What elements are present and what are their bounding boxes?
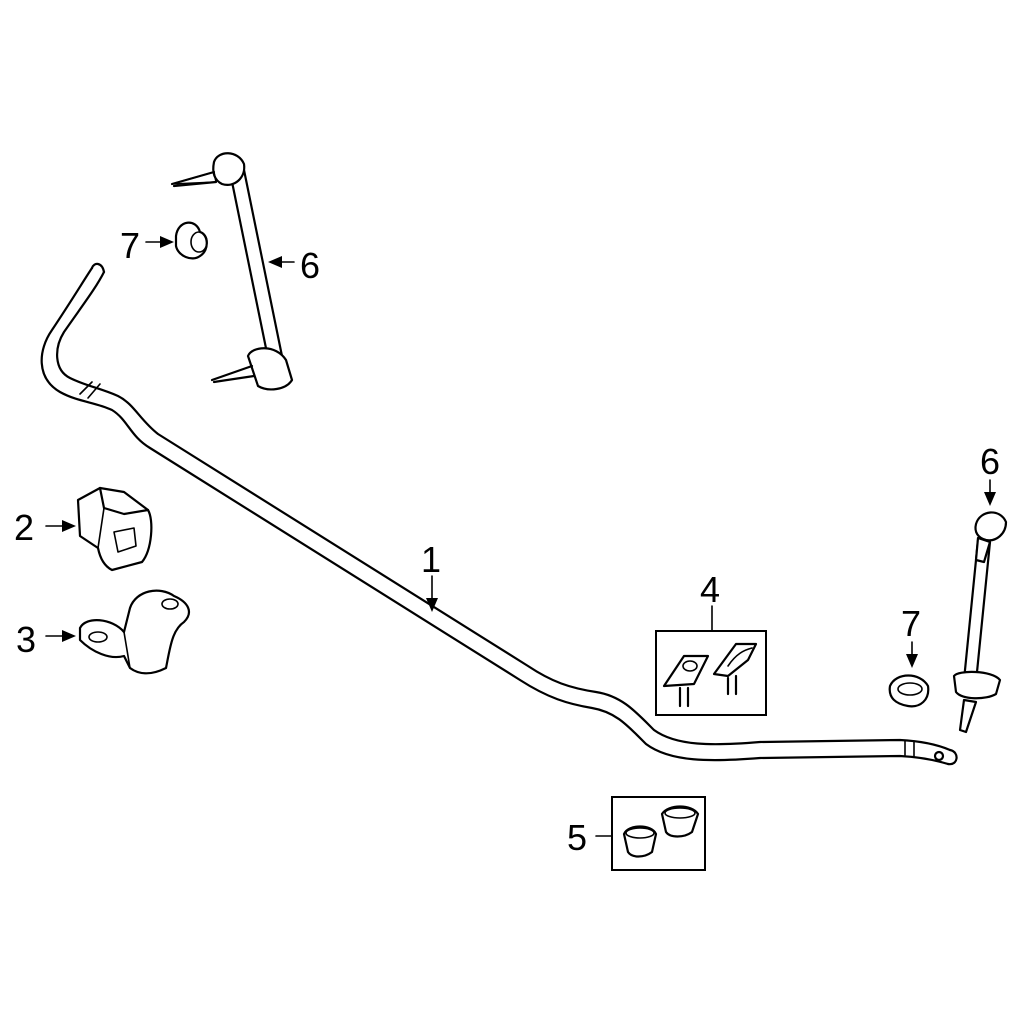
callout-arrows [45,236,996,837]
callout-3: 3 [16,619,36,660]
link-nut-right[interactable] [888,674,930,708]
callout-2: 2 [14,507,34,548]
end-bushing-set[interactable] [611,796,706,871]
stabilizer-link-left[interactable] [170,152,294,391]
stabilizer-link-right[interactable] [952,511,1008,734]
bracket-bolt-set[interactable] [655,630,767,716]
stabilizer-bushing[interactable] [76,486,153,572]
callout-4: 4 [700,569,720,610]
bushing-bracket[interactable] [78,589,191,675]
callout-6-left: 6 [300,245,320,286]
callout-6-right: 6 [980,441,1000,482]
stabilizer-bar[interactable] [40,262,958,766]
callout-5: 5 [567,817,587,858]
callout-7-left: 7 [120,225,140,266]
callout-1: 1 [421,539,441,580]
link-nut-left[interactable] [174,221,208,260]
callout-7-right: 7 [901,603,921,644]
